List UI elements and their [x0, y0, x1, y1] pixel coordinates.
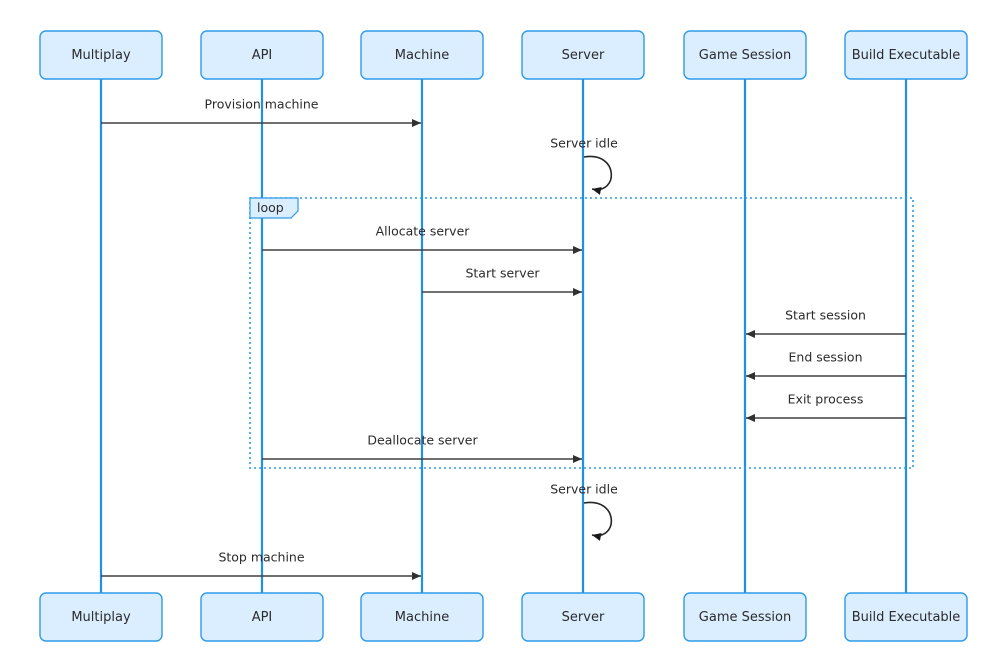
message-label: Deallocate server: [367, 433, 478, 448]
fragment-frame: [249, 197, 914, 469]
message-label: Server idle: [550, 136, 618, 151]
actor-box-api-footer[interactable]: API: [200, 592, 324, 642]
message-deallocate-server: Deallocate server: [262, 433, 582, 463]
message-allocate-server: Allocate server: [262, 224, 582, 254]
message-server-idle-1: Server idle: [550, 136, 618, 195]
fragment-loop-fragment: loop: [249, 197, 914, 469]
actor-label: Multiplay: [71, 610, 131, 625]
self-loop-arrow: [583, 501, 613, 541]
actor-box-game_session-header[interactable]: Game Session: [683, 30, 807, 80]
actor-label: Game Session: [699, 610, 791, 625]
lifelines-group: [99, 79, 908, 593]
actor-box-build_executable-header[interactable]: Build Executable: [844, 30, 968, 80]
actor-label: API: [252, 610, 273, 625]
fragments-group: loop: [249, 197, 914, 469]
message-label: Start session: [785, 308, 866, 323]
message-label: Stop machine: [218, 550, 304, 565]
actor-box-shape[interactable]: [683, 592, 807, 642]
message-start-session: Start session: [746, 308, 906, 338]
actor-box-api-header[interactable]: API: [200, 30, 324, 80]
actor-label: Multiplay: [71, 48, 131, 63]
actor-label: Build Executable: [852, 48, 961, 63]
actor-label: Machine: [395, 48, 449, 63]
actor-box-shape[interactable]: [844, 592, 968, 642]
message-end-session: End session: [746, 350, 906, 380]
message-exit-process: Exit process: [746, 392, 906, 422]
actor-label: API: [252, 48, 273, 63]
actor-box-shape[interactable]: [200, 30, 324, 80]
actor-box-game_session-footer[interactable]: Game Session: [683, 592, 807, 642]
actor-box-shape[interactable]: [39, 592, 163, 642]
actor-box-multiplay-header[interactable]: Multiplay: [39, 30, 163, 80]
actor-box-shape[interactable]: [39, 30, 163, 80]
actor-box-server-footer[interactable]: Server: [521, 592, 645, 642]
actor-box-shape[interactable]: [360, 592, 484, 642]
actor-label: Build Executable: [852, 610, 961, 625]
actor-box-machine-footer[interactable]: Machine: [360, 592, 484, 642]
actor-box-shape[interactable]: [683, 30, 807, 80]
actor-box-server-header[interactable]: Server: [521, 30, 645, 80]
message-label: Provision machine: [205, 97, 319, 112]
message-label: End session: [789, 350, 863, 365]
fragment-tab: [249, 197, 299, 219]
actor-label: Game Session: [699, 48, 791, 63]
actor-box-shape[interactable]: [360, 30, 484, 80]
fragment-tab-label: loop: [257, 200, 284, 215]
actor-box-machine-header[interactable]: Machine: [360, 30, 484, 80]
message-server-idle-2: Server idle: [550, 482, 618, 541]
actor-box-shape[interactable]: [521, 30, 645, 80]
actor-label: Machine: [395, 610, 449, 625]
message-label: Server idle: [550, 482, 618, 497]
self-loop-arrow: [583, 155, 613, 195]
message-label: Allocate server: [376, 224, 471, 239]
actor-box-shape[interactable]: [844, 30, 968, 80]
message-start-server: Start server: [422, 266, 582, 296]
actor-label: Server: [562, 48, 605, 63]
actor-box-build_executable-footer[interactable]: Build Executable: [844, 592, 968, 642]
message-label: Exit process: [788, 392, 864, 407]
message-stop-machine: Stop machine: [101, 550, 421, 580]
actor-box-multiplay-footer[interactable]: Multiplay: [39, 592, 163, 642]
actor-label: Server: [562, 610, 605, 625]
actor-box-shape[interactable]: [521, 592, 645, 642]
message-label: Start server: [465, 266, 540, 281]
actor-box-shape[interactable]: [200, 592, 324, 642]
message-provision-machine: Provision machine: [101, 97, 421, 127]
